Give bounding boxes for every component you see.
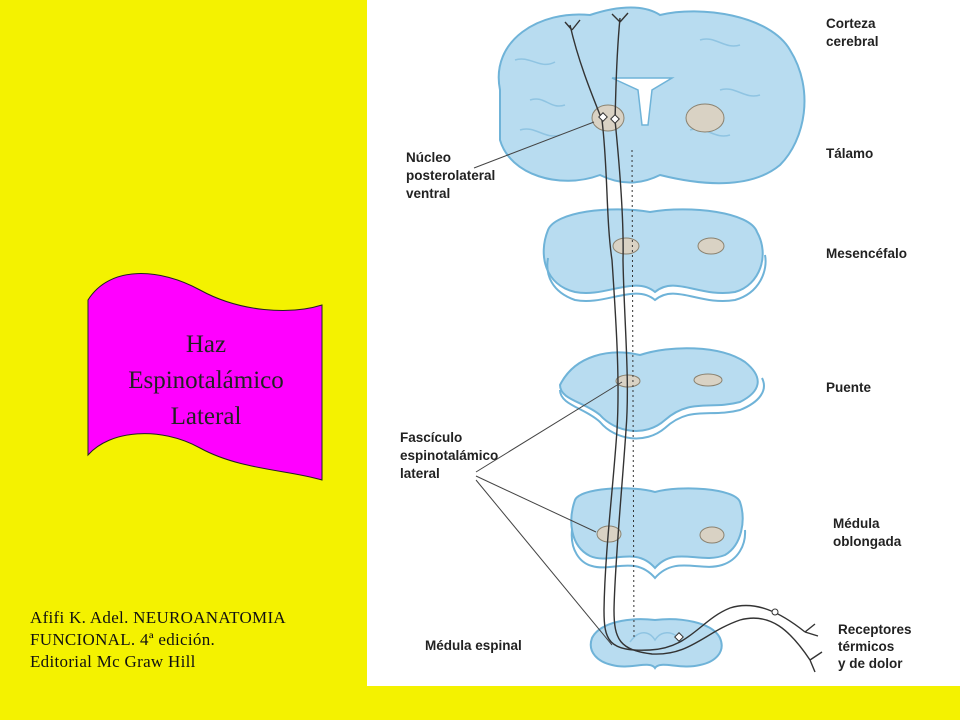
spinothalamic-tract	[564, 12, 823, 673]
nucleus-posterolateral-ventral	[591, 104, 625, 132]
banner-line-1: Haz	[186, 331, 226, 358]
reference-line-2: FUNCIONAL. 4ª edición.	[30, 630, 216, 649]
label-receptores-3: y de dolor	[838, 656, 903, 671]
banner-line-2: Espinotalámico	[128, 367, 284, 394]
cerebral-section	[497, 6, 806, 185]
label-medula-espinal: Médula espinal	[425, 638, 522, 653]
banner-line-3: Lateral	[171, 403, 242, 430]
label-talamo: Tálamo	[826, 146, 873, 161]
label-receptores-2: térmicos	[838, 639, 894, 654]
label-nucleo-1: Núcleo	[406, 150, 451, 165]
label-corteza-2: cerebral	[826, 34, 879, 49]
thalamus-right	[685, 103, 725, 133]
pons-section	[558, 347, 765, 440]
label-mesencefalo: Mesencéfalo	[826, 246, 907, 261]
label-medula-oblongada-2: oblongada	[833, 534, 902, 549]
label-nucleo-3: ventral	[406, 186, 450, 201]
label-nucleo-2: posterolateral	[406, 168, 495, 183]
spinal-cord-section	[589, 618, 723, 670]
reference-line-1: Afifi K. Adel. NEUROANATOMIA	[30, 608, 286, 627]
medulla-oblongata-section	[570, 487, 747, 580]
label-puente: Puente	[826, 380, 872, 395]
label-medula-oblongada-1: Médula	[833, 516, 880, 531]
reference-citation: Afifi K. Adel. NEUROANATOMIA FUNCIONAL. …	[30, 607, 286, 673]
leader-lines	[473, 121, 623, 646]
mesencephalon-section	[542, 208, 767, 302]
label-corteza-1: Corteza	[826, 16, 876, 31]
reference-line-3: Editorial Mc Graw Hill	[30, 652, 196, 671]
label-fasciculo-2: espinotalámico	[400, 448, 498, 463]
synapse-markers	[598, 112, 779, 642]
label-fasciculo-1: Fascículo	[400, 430, 462, 445]
label-fasciculo-3: lateral	[400, 466, 440, 481]
title-banner	[87, 273, 323, 481]
label-receptores-1: Receptores	[838, 622, 912, 637]
